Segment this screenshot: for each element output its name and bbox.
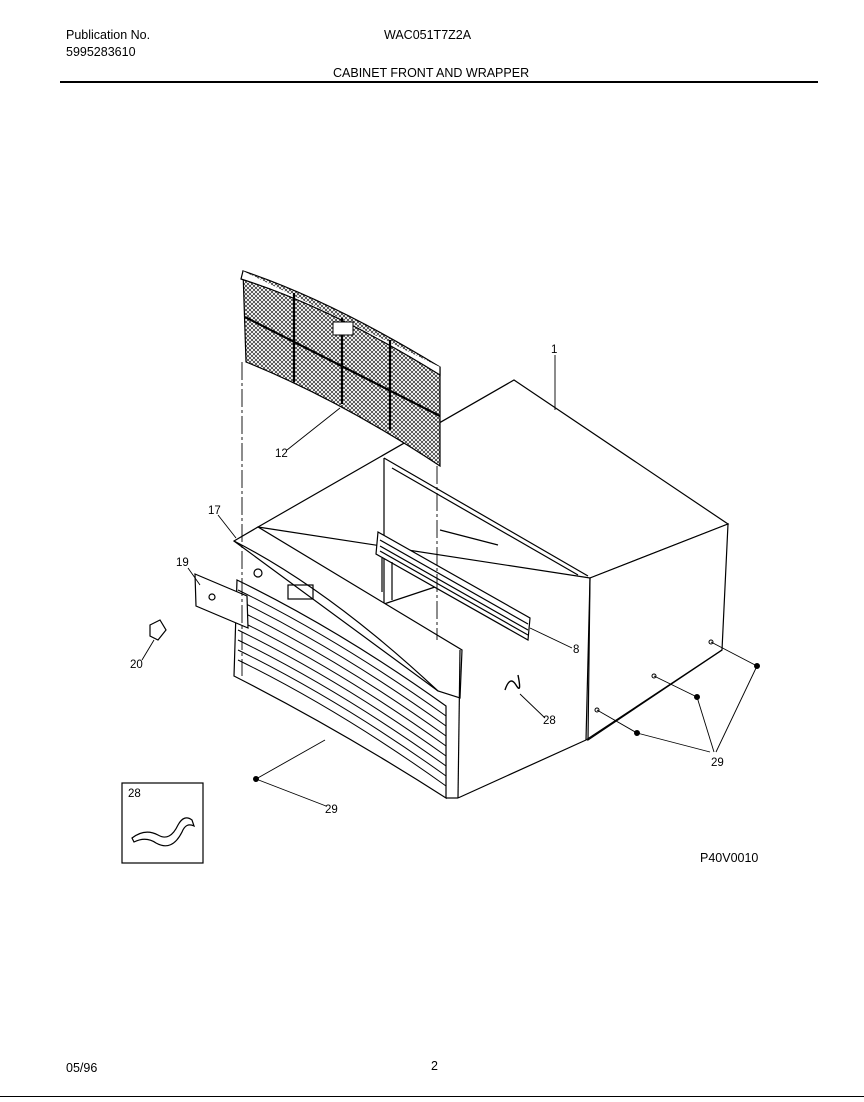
control-knob <box>149 619 167 641</box>
page-number: 2 <box>431 1059 438 1073</box>
diagram-code: P40V0010 <box>700 851 759 865</box>
callout-29-right: 29 <box>711 757 724 769</box>
model-number: WAC051T7Z2A <box>384 28 472 42</box>
clip-detail <box>131 817 196 847</box>
louver-assembly <box>375 531 531 641</box>
callout-20: 20 <box>130 659 143 671</box>
control-plate <box>194 573 249 629</box>
callout-17: 17 <box>208 505 221 517</box>
callout-29-front: 29 <box>325 804 338 816</box>
leader-lines <box>141 355 758 807</box>
callout-28-inset: 28 <box>128 788 141 800</box>
publication-number: 5995283610 <box>66 45 136 59</box>
inset-box <box>121 782 204 864</box>
callout-1: 1 <box>551 344 557 356</box>
air-filter <box>240 270 441 468</box>
footer-rule <box>0 1096 864 1097</box>
footer-date: 05/96 <box>66 1061 98 1075</box>
publication-label: Publication No. <box>66 28 151 42</box>
cabinet-wrapper <box>256 379 730 799</box>
callout-12: 12 <box>275 448 288 460</box>
mounting-clip <box>504 674 521 691</box>
callout-8: 8 <box>573 644 579 656</box>
section-title: CABINET FRONT AND WRAPPER <box>333 66 530 80</box>
callout-19: 19 <box>176 557 189 569</box>
callout-28: 28 <box>543 715 556 727</box>
front-panel <box>232 526 463 800</box>
header-rule <box>60 81 818 83</box>
